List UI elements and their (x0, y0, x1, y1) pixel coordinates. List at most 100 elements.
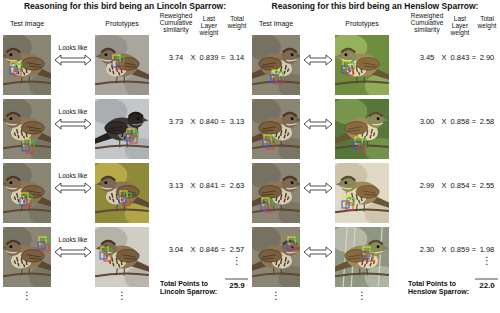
illustration-part (96, 246, 102, 251)
prototype-image (335, 35, 389, 95)
weight-value: 0.858 (448, 118, 472, 126)
prototype-image (95, 163, 149, 223)
column-header: Total weight (475, 15, 499, 29)
test-image (252, 163, 300, 223)
bounding-box (265, 205, 272, 212)
illustration-part (18, 263, 19, 266)
column-header: Total weight (225, 15, 249, 29)
bounding-box (26, 146, 33, 153)
weight-value: 0.843 (448, 54, 472, 62)
total-value: 3.13 (226, 118, 248, 126)
illustration-part (109, 68, 110, 71)
illustration-part (6, 241, 20, 244)
illustration-part (285, 129, 286, 134)
illustration-part (6, 59, 16, 61)
illustration-part (124, 75, 125, 83)
illustration-part (6, 251, 16, 253)
illustration-part (132, 123, 142, 125)
illustration-part (284, 199, 285, 202)
ellipsis: ⋮ (269, 291, 283, 301)
illustration-part (9, 181, 12, 184)
illustration-part (3, 54, 6, 59)
illustration-part (374, 132, 375, 135)
illustration-part (288, 260, 289, 263)
illustration-part (252, 209, 300, 212)
illustration-part (100, 48, 116, 64)
illustration-part (24, 264, 25, 267)
operator: X (440, 54, 448, 62)
bird-figure (3, 112, 51, 148)
total-value: 2.63 (226, 182, 248, 190)
weight-value: 0.841 (197, 182, 221, 190)
double-arrow (304, 55, 332, 65)
illustration-part (364, 264, 365, 267)
illustration-part (273, 267, 274, 275)
test-image (252, 227, 300, 287)
illustration-part (335, 209, 389, 212)
similarity-value: 3.73 (164, 118, 188, 126)
illustration-part (5, 48, 21, 64)
bounding-box (130, 136, 137, 143)
total-value: 2.58 (476, 118, 498, 126)
illustration-part (21, 122, 44, 135)
illustration-part (359, 200, 360, 203)
column-header: Test Image (2, 20, 52, 28)
total-value: 2.90 (476, 54, 498, 62)
bounding-box (291, 244, 298, 251)
panel-title: Reasoning for this bird being an Henslow… (251, 2, 499, 11)
similarity-value: 3.13 (164, 182, 188, 190)
illustration-part (345, 122, 368, 135)
illustration-part (17, 129, 18, 134)
illustration-part (6, 113, 20, 116)
bounding-box (42, 244, 49, 251)
illustration-part (352, 193, 353, 198)
illustration-part (137, 117, 140, 120)
illustration-part (297, 182, 300, 187)
illustration-part (17, 193, 18, 198)
illustration-part (27, 127, 42, 132)
illustration-part (116, 258, 117, 264)
illustration-part (347, 255, 362, 260)
weight-value: 0.854 (448, 182, 472, 190)
illustration-part (335, 273, 389, 276)
sum-rule (225, 279, 248, 280)
illustration-part (143, 118, 149, 123)
illustration-part (364, 203, 365, 211)
illustration-part (259, 122, 282, 135)
illustration-part (119, 139, 120, 147)
illustration-part (336, 182, 342, 187)
illustration-part (122, 255, 137, 260)
looks-like-label: Looks like (55, 236, 91, 243)
illustration-part (3, 246, 6, 251)
bounding-box (346, 203, 353, 210)
double-arrow (55, 183, 91, 193)
illustration-part (284, 71, 285, 74)
prototype-image (335, 163, 389, 223)
bounding-box (358, 144, 365, 151)
illustration-part (17, 257, 18, 262)
bird-figure (3, 176, 51, 212)
illustration-part (21, 58, 44, 71)
illustration-part (383, 246, 389, 251)
illustration-part (21, 258, 22, 264)
illustration-part (278, 136, 279, 139)
illustration-part (372, 123, 382, 125)
ellipsis: ⋮ (480, 256, 494, 266)
similarity-value: 2.30 (415, 246, 439, 254)
illustration-part (18, 135, 19, 138)
bird-figure (335, 112, 388, 148)
illustration-part (107, 127, 122, 132)
weight-value: 0.840 (197, 118, 221, 126)
illustration-part (370, 263, 371, 266)
illustration-part (283, 49, 297, 52)
prototype-image (95, 35, 149, 95)
illustration-part (101, 49, 115, 52)
bird-figure (3, 240, 51, 276)
illustration-part (286, 187, 296, 189)
illustration-part (112, 193, 113, 198)
double-arrow (55, 55, 91, 65)
bird-figure (95, 112, 148, 148)
bird-figure (252, 176, 300, 212)
illustration-part (281, 267, 282, 275)
illustration-part (286, 59, 296, 61)
